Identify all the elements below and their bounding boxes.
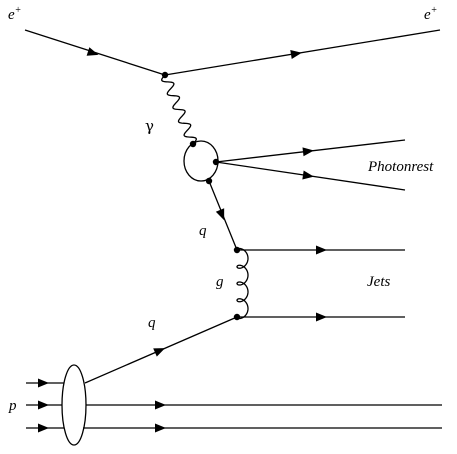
- jet-arrow-lower: [316, 312, 327, 322]
- proton-arrow-top: [38, 378, 49, 388]
- quark-arrow-lower: [153, 348, 166, 357]
- label-quark-upper: q: [199, 223, 207, 239]
- incoming-positron-arrow: [86, 47, 99, 56]
- proton-arrow-bottom: [38, 423, 49, 433]
- label-quark-lower: q: [148, 315, 156, 331]
- quark-arrow-upper: [215, 208, 225, 221]
- proton-remnant-arrow-upper: [155, 400, 166, 410]
- label-proton: p: [8, 398, 17, 414]
- outgoing-positron-arrow: [290, 50, 302, 59]
- label-jets: Jets: [367, 274, 390, 290]
- vertex-photon-blob: [189, 140, 197, 148]
- outgoing-positron-line: [164, 29, 441, 76]
- label-photon-remnant: Photonrest: [367, 159, 434, 175]
- label-positron-out: e+: [424, 5, 437, 23]
- proton-arrow-middle: [38, 400, 49, 410]
- gluon-curly-line: [236, 247, 249, 320]
- label-photon: γ: [145, 117, 154, 135]
- photon-remnant-arrow-upper: [302, 147, 314, 157]
- vertex-positron-photon: [161, 71, 169, 79]
- photon-remnant-blob: [183, 140, 219, 182]
- proton-blob: [61, 364, 87, 446]
- vertex-blob-quark: [205, 177, 213, 185]
- vertex-blob-remnant: [212, 158, 220, 166]
- vertex-gluon-upper: [233, 246, 241, 254]
- jet-arrow-upper: [316, 245, 327, 255]
- vertex-gluon-lower: [233, 313, 241, 321]
- label-gluon: g: [216, 274, 224, 290]
- photon-wavy-line: [161, 74, 197, 145]
- proton-remnant-arrow-lower: [155, 423, 166, 433]
- photon-remnant-arrow-lower: [302, 170, 314, 180]
- label-positron-in: e+: [8, 5, 21, 23]
